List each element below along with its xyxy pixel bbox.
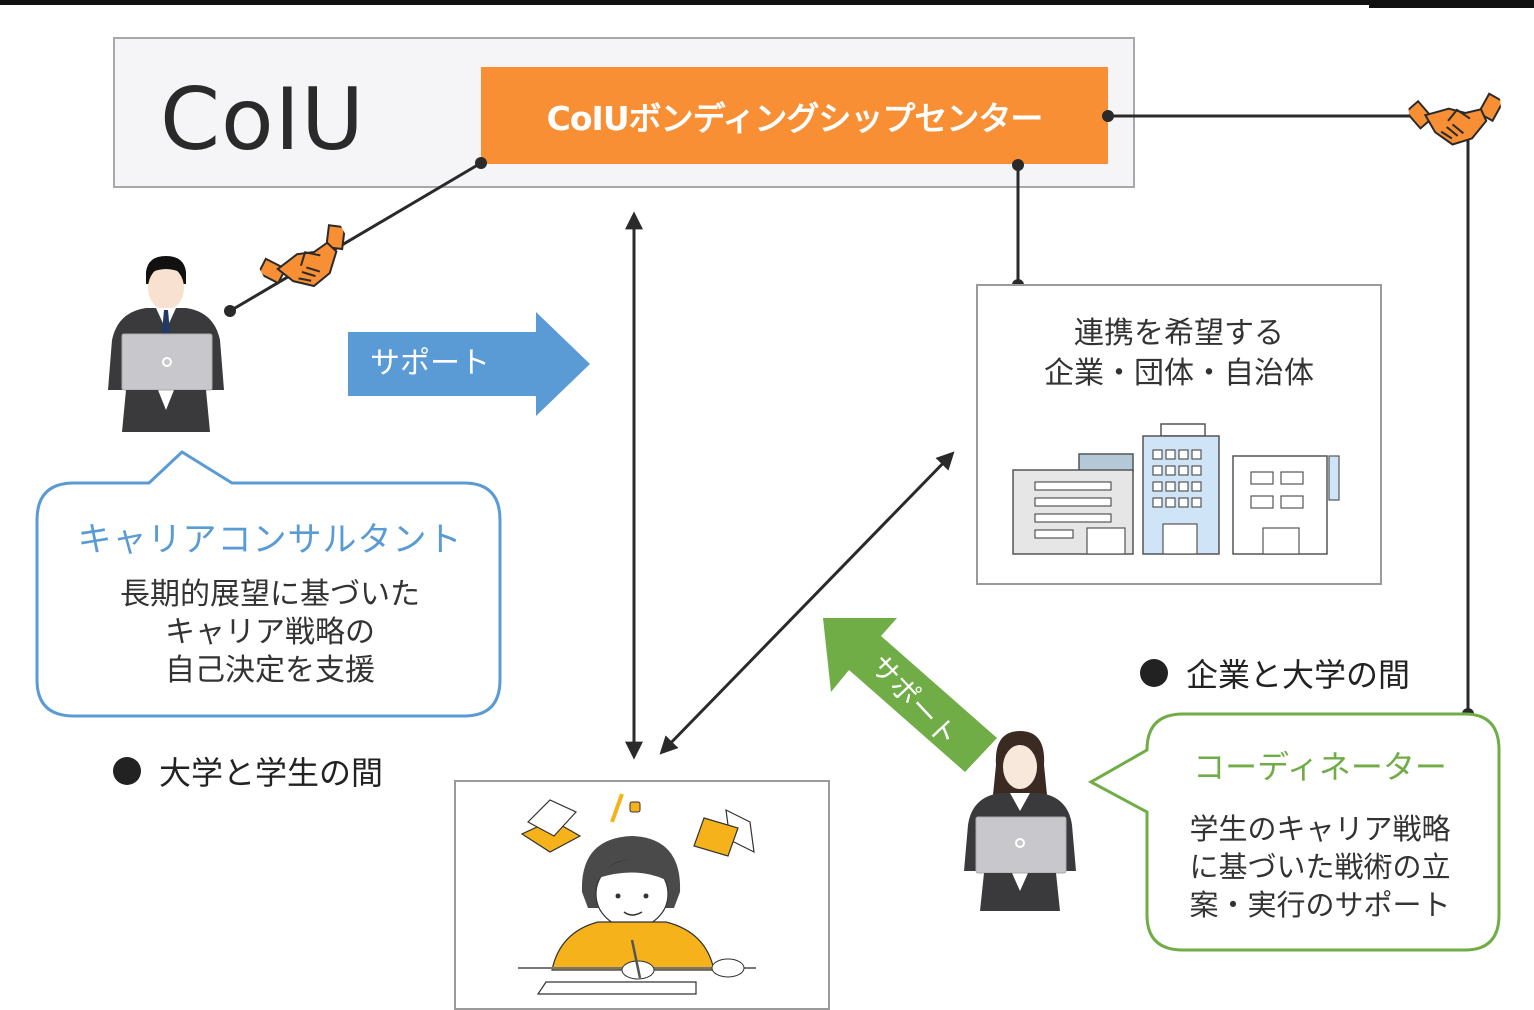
title-line: 連携を希望する <box>1074 316 1284 351</box>
career-consultant-bubble <box>35 450 502 718</box>
coordinator-description: 学生のキャリア戦略 に基づいた戦術の立 案・実行のサポート <box>1160 810 1480 924</box>
office-buildings-icon <box>1012 423 1340 555</box>
bullet-dot <box>1140 659 1168 687</box>
support-arrow-green <box>823 618 997 772</box>
description-line: 学生のキャリア戦略 <box>1189 812 1451 846</box>
bullet-dot <box>113 757 141 785</box>
description-line: に基づいた戦術の立 <box>1189 850 1451 884</box>
description-line: 案・実行のサポート <box>1189 888 1451 922</box>
section-label-corp-univ: 企業と大学の間 <box>1140 650 1410 696</box>
businesswoman-laptop-icon <box>964 731 1076 911</box>
businessman-laptop-icon <box>108 256 224 432</box>
handshake-icon <box>1407 92 1505 146</box>
section-label-text: 企業と大学の間 <box>1186 656 1411 694</box>
bonding-center-box: CoIUボンディングシップセンター <box>481 67 1108 164</box>
coiu-logo: CoIU <box>160 70 365 170</box>
title-line: 企業・団体・自治体 <box>1044 356 1314 391</box>
partner-organizations-title: 連携を希望する 企業・団体・自治体 <box>976 314 1382 394</box>
career-consultant-description: 長期的展望に基づいた キャリア戦略の 自己決定を支援 <box>60 576 480 690</box>
support-arrow-blue-label: サポート <box>370 346 490 381</box>
student-studying-icon <box>518 793 756 995</box>
description-line: 長期的展望に基づいた <box>120 577 420 612</box>
bonding-center-label: CoIUボンディングシップセンター <box>546 98 1044 138</box>
description-line: キャリア戦略の <box>165 615 375 650</box>
top-bar <box>0 0 1534 5</box>
handshake-icon <box>257 224 346 288</box>
coordinator-bubble <box>1087 712 1501 952</box>
section-label-univ-student: 大学と学生の間 <box>113 748 383 794</box>
coordinator-title: コーディネーター <box>1193 748 1447 786</box>
support-arrow-blue <box>348 312 590 416</box>
description-line: 自己決定を支援 <box>165 653 375 688</box>
top-bar-notch <box>1369 5 1534 8</box>
career-consultant-title: キャリアコンサルタント <box>77 520 463 560</box>
section-label-text: 大学と学生の間 <box>159 754 384 792</box>
